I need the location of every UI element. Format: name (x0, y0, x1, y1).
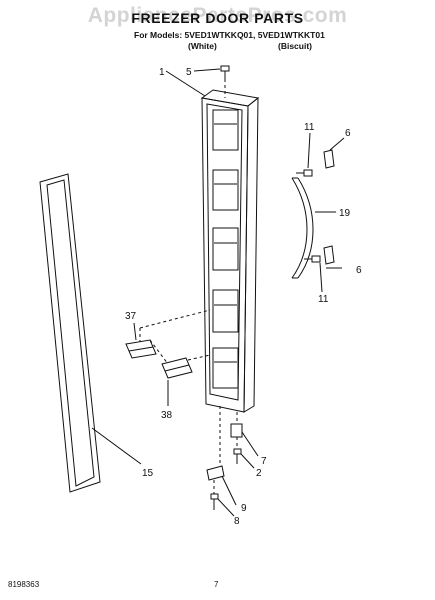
bracket-37-drawing (125, 339, 157, 359)
callout-bottom-hinge: 9 (241, 503, 247, 514)
callout-screw-handle-lower: 11 (318, 294, 329, 305)
callout-screw-top: 5 (186, 67, 192, 78)
callout-door-assembly: 1 (159, 67, 165, 78)
callout-bracket-upper: 37 (125, 311, 137, 322)
variant-biscuit-label: (Biscuit) (278, 41, 312, 51)
bottom-hinge-drawing (206, 465, 225, 481)
callout-hinge-bushing: 7 (261, 456, 267, 467)
callout-hinge-screw: 2 (256, 468, 262, 479)
page-number: 7 (214, 580, 219, 589)
handle-screw-upper-drawing (296, 169, 313, 177)
hinge-screw-drawing (233, 448, 242, 464)
callout-bottom-hinge-screw: 8 (234, 516, 240, 527)
callout-gasket: 15 (142, 468, 154, 479)
variant-white-label: (White) (188, 41, 217, 51)
callout-cap-lower: 6 (356, 265, 362, 276)
alignment-lines (139, 79, 238, 494)
cap-lower-drawing (323, 245, 335, 265)
door-gasket-drawing (39, 173, 101, 493)
handle-drawing (291, 177, 314, 279)
models-line: For Models: 5VED1WTKKQ01, 5VED1WTKKT01 (134, 30, 325, 40)
document-number: 8198363 (8, 580, 40, 589)
top-screw-drawing (220, 65, 230, 79)
watermark: AppliancePartsPros.com (87, 4, 348, 27)
bottom-hinge-screw-drawing (210, 493, 219, 510)
callout-cap-upper: 6 (345, 128, 351, 139)
door-assembly-drawing (200, 89, 260, 413)
bracket-38-drawing (161, 357, 193, 379)
callout-screw-handle-upper: 11 (304, 122, 315, 133)
hinge-bushing-drawing (230, 423, 243, 438)
page-title: FREEZER DOOR PARTS (131, 10, 304, 26)
callout-handle: 19 (339, 208, 351, 219)
cap-upper-drawing (323, 149, 335, 169)
handle-screw-lower-drawing (304, 255, 321, 263)
callout-bracket-lower: 38 (161, 410, 173, 421)
leader-lines (91, 68, 345, 517)
